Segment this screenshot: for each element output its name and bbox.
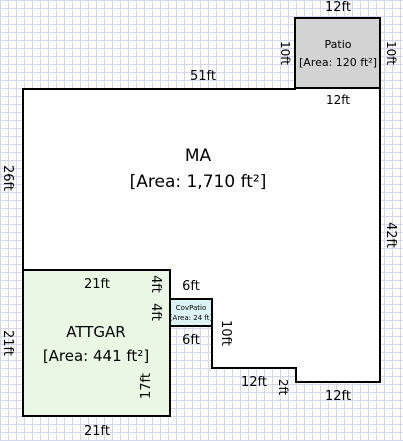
- dim-patio-right: 10ft: [384, 41, 398, 65]
- dim-garage-bottom: 21ft: [84, 424, 110, 439]
- dim-bottom-right: 12ft: [325, 389, 351, 404]
- ma-name: MA: [185, 146, 212, 166]
- patio-name: Patio: [325, 38, 352, 51]
- ma-area: [Area: 1,710 ft²]: [130, 172, 267, 192]
- dim-step-bottom: 12ft: [241, 375, 267, 390]
- dim-garage-left: 21ft: [0, 330, 15, 356]
- dim-covpatio-bottom: 6ft: [182, 333, 200, 348]
- dim-garage-right: 17ft: [139, 373, 154, 399]
- covpatio-area: [Area: 24 ft]: [170, 314, 213, 322]
- dim-step-jog: 2ft: [276, 379, 290, 396]
- dim-covpatio-left-upper: 4ft: [148, 275, 163, 293]
- patio-area: [Area: 120 ft²]: [299, 56, 377, 69]
- dim-patio-bottom: 12ft: [326, 93, 350, 107]
- attgar-area: [Area: 441 ft²]: [43, 347, 149, 365]
- room-covpatio-shape: [169, 298, 213, 327]
- dim-ma-left: 26ft: [0, 165, 15, 191]
- dim-covpatio-left-lower: 4ft: [148, 303, 163, 321]
- dim-patio-top: 12ft: [325, 0, 351, 15]
- dim-patio-left: 10ft: [278, 41, 292, 65]
- dim-garage-top: 21ft: [84, 277, 110, 292]
- dim-step-right: 10ft: [218, 320, 233, 346]
- dim-ma-top: 51ft: [190, 69, 216, 84]
- dim-ma-right: 42ft: [383, 222, 398, 248]
- room-patio-shape: [294, 17, 381, 89]
- attgar-name: ATTGAR: [66, 323, 125, 341]
- covpatio-name: CovPatio: [176, 304, 206, 312]
- dim-covpatio-top: 6ft: [182, 279, 200, 294]
- room-attgar-shape: [22, 269, 171, 417]
